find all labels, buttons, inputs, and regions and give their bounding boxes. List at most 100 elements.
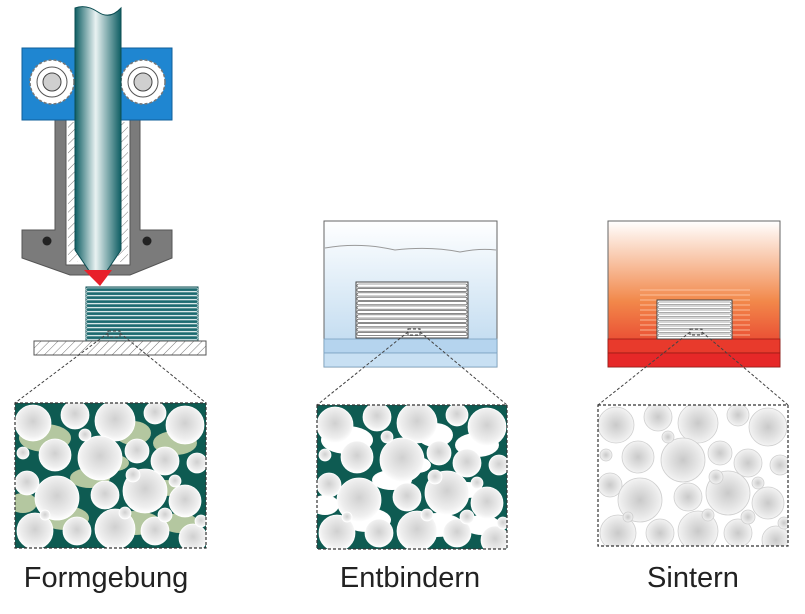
- filament: [74, 6, 122, 276]
- print-layer: [85, 311, 199, 316]
- sinter-layer: [657, 321, 732, 325]
- particle: [467, 407, 507, 447]
- print-layer: [85, 307, 199, 312]
- sinter-layer: [657, 305, 732, 309]
- print-layer: [85, 299, 199, 304]
- particle: [677, 405, 719, 444]
- particle: [707, 440, 733, 466]
- pore: [317, 495, 339, 515]
- particle: [39, 509, 51, 521]
- print-layer: [85, 315, 199, 320]
- particle: [661, 430, 675, 444]
- zoom-indicator-3: [597, 328, 789, 406]
- print-layer: [85, 319, 199, 324]
- particle: [362, 405, 392, 432]
- particle: [598, 472, 623, 498]
- particle: [124, 438, 150, 464]
- binder-blob: [15, 493, 37, 513]
- sinter-layer: [657, 301, 732, 305]
- particle: [364, 518, 394, 548]
- particle: [165, 405, 205, 445]
- particle: [726, 405, 750, 427]
- label-entbindern: Entbindern: [339, 562, 481, 594]
- zoom-indicator-2: [316, 328, 508, 406]
- particle: [140, 516, 170, 546]
- microstructure-sintered-part: [598, 405, 788, 546]
- particle: [599, 514, 637, 546]
- particle: [168, 474, 182, 488]
- label-sintern: Sintern: [647, 562, 739, 594]
- printed-part: [85, 286, 199, 342]
- sinter-layer: [657, 329, 732, 333]
- gear-left-icon: [29, 59, 75, 105]
- print-layer: [85, 335, 199, 340]
- microstructure-green-part: [15, 403, 206, 548]
- particle: [426, 440, 452, 466]
- particle: [701, 508, 715, 522]
- particle: [488, 454, 507, 476]
- debind-layer: [356, 288, 468, 292]
- sinter-layer: [657, 325, 732, 329]
- particle: [194, 514, 206, 528]
- particle: [470, 486, 504, 520]
- print-layer: [85, 303, 199, 308]
- debind-layer: [356, 296, 468, 301]
- particle: [761, 525, 788, 546]
- zoom-indicator-1: [14, 330, 207, 404]
- particle: [751, 486, 785, 520]
- particle: [740, 509, 756, 525]
- particle: [336, 477, 382, 523]
- debind-layer: [356, 292, 468, 297]
- particle: [178, 523, 206, 548]
- particle: [427, 469, 443, 485]
- print-layer: [85, 331, 199, 336]
- microstructure-brown-part: [317, 405, 507, 549]
- debind-layer: [356, 327, 468, 332]
- print-layer: [85, 327, 199, 332]
- particle: [15, 470, 40, 496]
- particle: [751, 476, 765, 490]
- particle: [317, 472, 342, 498]
- particle: [16, 446, 30, 460]
- particle: [708, 469, 724, 485]
- particle: [34, 475, 80, 521]
- sintering-furnace: [607, 220, 781, 368]
- particle: [125, 467, 141, 483]
- particle: [396, 405, 438, 444]
- debind-layer: [356, 314, 468, 319]
- particle: [143, 403, 167, 425]
- particle: [90, 480, 120, 510]
- particle: [645, 518, 675, 546]
- particle: [340, 440, 374, 474]
- debind-layer: [356, 332, 468, 336]
- particle: [445, 405, 469, 427]
- particle: [622, 511, 634, 523]
- particle: [621, 440, 655, 474]
- debind-layer: [356, 323, 468, 328]
- particle: [15, 404, 52, 442]
- debind-layer: [356, 283, 468, 288]
- particle: [748, 407, 788, 447]
- particle: [380, 430, 394, 444]
- particle: [480, 525, 507, 549]
- particle: [452, 448, 482, 478]
- particle: [769, 454, 788, 476]
- screw-right-icon: [142, 236, 152, 246]
- particle: [617, 477, 663, 523]
- particle: [150, 446, 180, 476]
- sinter-layer: [657, 313, 732, 317]
- sinter-layer: [657, 317, 732, 321]
- particle: [118, 506, 132, 520]
- particle: [77, 435, 123, 481]
- print-layer: [85, 287, 199, 292]
- sinter-layer: [657, 309, 732, 313]
- print-layer: [85, 323, 199, 328]
- particle: [62, 516, 92, 546]
- debind-layer: [356, 305, 468, 310]
- particle: [157, 507, 173, 523]
- particle: [673, 482, 703, 512]
- particle: [317, 406, 354, 444]
- particle: [459, 509, 475, 525]
- particle: [470, 476, 484, 490]
- melt-zone: [84, 270, 112, 286]
